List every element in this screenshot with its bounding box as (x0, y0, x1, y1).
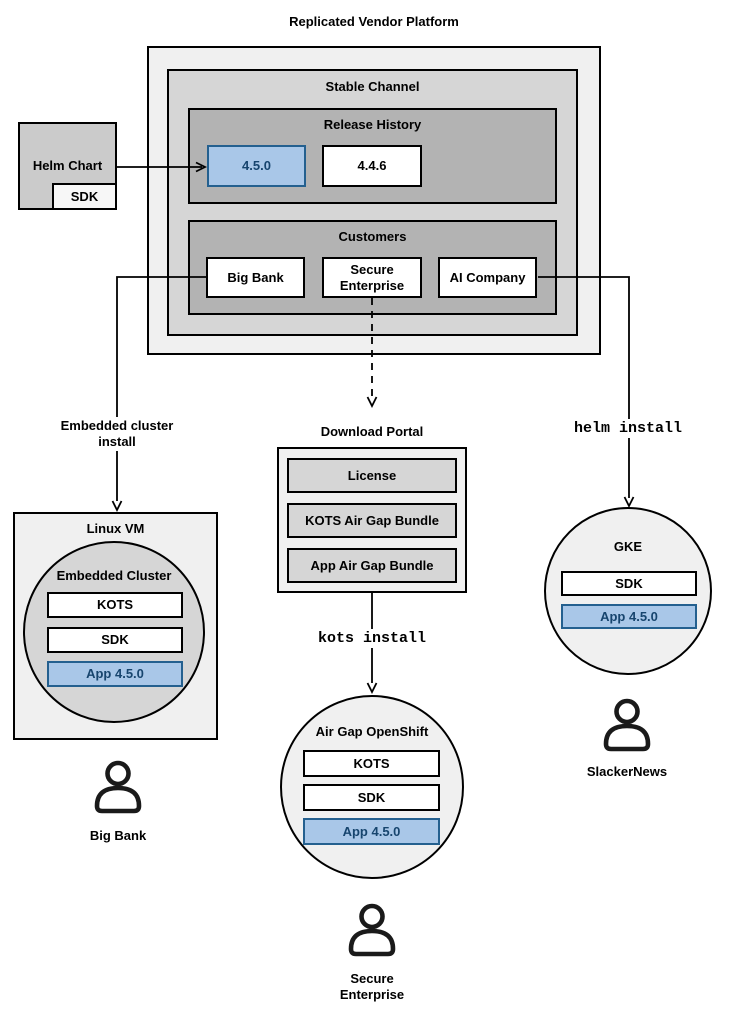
openshift-kots-box: KOTS (303, 750, 440, 777)
linux-vm-app-box: App 4.5.0 (47, 661, 183, 687)
embedded-cluster-label: Embedded Cluster (56, 568, 172, 583)
airgap-openshift-label: Air Gap OpenShift (315, 724, 429, 739)
app-airgap-bundle-box: App Air Gap Bundle (287, 548, 457, 583)
customers-label: Customers (338, 229, 407, 244)
customer-box-secure-enterprise: Secure Enterprise (322, 257, 422, 298)
kots-install-label: kots install (307, 629, 437, 648)
customer-box-ai-company: AI Company (438, 257, 537, 298)
release-history-label: Release History (323, 117, 422, 132)
arrowhead-down-icon (366, 682, 378, 695)
big-bank-user-label: Big Bank (89, 828, 147, 843)
download-portal-label: Download Portal (292, 423, 452, 441)
kots-airgap-bundle-box: KOTS Air Gap Bundle (287, 503, 457, 538)
helm-chart-label: Helm Chart (32, 158, 103, 173)
linux-vm-sdk-box: SDK (47, 627, 183, 653)
linux-vm-label: Linux VM (86, 521, 145, 536)
slackernews-user-icon (603, 698, 651, 752)
big-bank-user-icon (94, 760, 142, 814)
release-box-446: 4.4.6 (322, 145, 422, 187)
helm-sdk-box: SDK (52, 183, 117, 210)
secure-enterprise-user-label: Secure Enterprise (339, 971, 405, 1002)
release-box-450: 4.5.0 (207, 145, 306, 187)
openshift-sdk-box: SDK (303, 784, 440, 811)
gke-sdk-box: SDK (561, 571, 697, 596)
license-box: License (287, 458, 457, 493)
openshift-app-box: App 4.5.0 (303, 818, 440, 845)
diagram-title: Replicated Vendor Platform (289, 14, 459, 29)
slackernews-user-label: SlackerNews (586, 764, 668, 779)
embedded-cluster-install-label: Embedded cluster install (57, 417, 177, 451)
arrowhead-down-icon (111, 500, 123, 513)
gke-app-box: App 4.5.0 (561, 604, 697, 629)
helm-install-label: helm install (563, 419, 693, 438)
linux-vm-kots-box: KOTS (47, 592, 183, 618)
customer-box-big-bank: Big Bank (206, 257, 305, 298)
stable-channel-label: Stable Channel (325, 79, 420, 94)
secure-enterprise-user-icon (348, 903, 396, 957)
arrowhead-down-icon (623, 496, 635, 509)
gke-label: GKE (613, 539, 643, 554)
arrowhead-down-icon (366, 396, 378, 409)
